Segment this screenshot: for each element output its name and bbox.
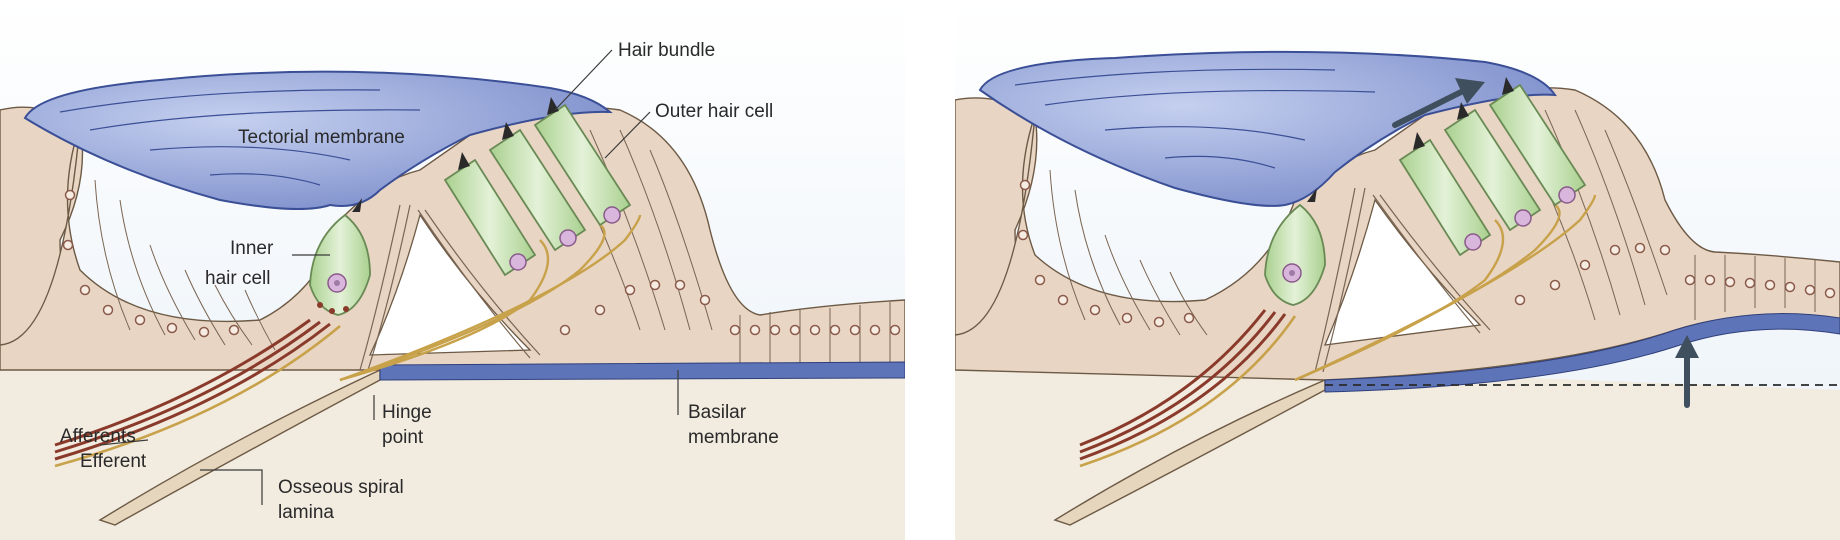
tectorial-fibers <box>59 89 421 186</box>
label-hinge-point-line2: point <box>382 427 424 448</box>
panel-resting-state: Hair bundle Outer hair cell Tectorial me… <box>0 0 905 540</box>
tectorial-fibers <box>1014 68 1376 169</box>
outer-hair-cells <box>1398 77 1587 257</box>
inner-hair-cell <box>309 198 371 316</box>
outer-hair-cell-1 <box>1398 132 1492 257</box>
basilar-membrane <box>379 361 905 381</box>
label-inner-hair-cell-line1: Inner <box>230 238 274 259</box>
pillar-cells <box>359 204 541 371</box>
label-afferents: Afferents <box>60 426 136 447</box>
label-tectorial-membrane: Tectorial membrane <box>238 127 405 148</box>
label-basilar-membrane-line1: Basilar <box>688 402 747 423</box>
tectorial-membrane <box>23 70 613 210</box>
pillar-cells <box>1314 187 1491 373</box>
supporting-cell-nuclei <box>1017 179 1836 328</box>
label-inner-hair-cell-line2: hair cell <box>205 268 270 289</box>
outer-hair-cell-3 <box>533 97 632 227</box>
label-efferent: Efferent <box>80 451 147 472</box>
label-hinge-point-line1: Hinge <box>382 402 432 423</box>
label-basilar-membrane-line2: membrane <box>688 427 779 448</box>
outer-hair-cell-2 <box>488 122 587 252</box>
upward-arrow <box>1675 335 1699 408</box>
tectorial-membrane <box>978 50 1557 207</box>
label-osseous-spiral-lamina-line1: Osseous spiral <box>278 477 404 498</box>
label-osseous-spiral-lamina-line2: lamina <box>278 502 334 523</box>
bone-base <box>0 370 905 540</box>
outer-hair-cell-1 <box>443 152 537 277</box>
shear-arrow <box>1392 78 1485 128</box>
label-outer-hair-cell: Outer hair cell <box>655 101 773 122</box>
right-diagram <box>955 0 1840 540</box>
basilar-membrane <box>1324 313 1840 393</box>
outer-hair-cell-2 <box>1443 102 1542 232</box>
outer-hair-cell-3 <box>1488 77 1587 207</box>
label-hair-bundle: Hair bundle <box>618 40 715 61</box>
nerve-fibers <box>1079 194 1597 468</box>
label-leaders <box>99 49 679 505</box>
outer-hair-cells <box>443 97 632 277</box>
inner-hair-cell <box>1264 188 1326 306</box>
left-diagram: Hair bundle Outer hair cell Tectorial me… <box>0 0 905 540</box>
nerve-fibers <box>54 214 642 468</box>
panel-deflected-state <box>955 0 1840 540</box>
supporting-cell-nuclei <box>62 189 901 338</box>
